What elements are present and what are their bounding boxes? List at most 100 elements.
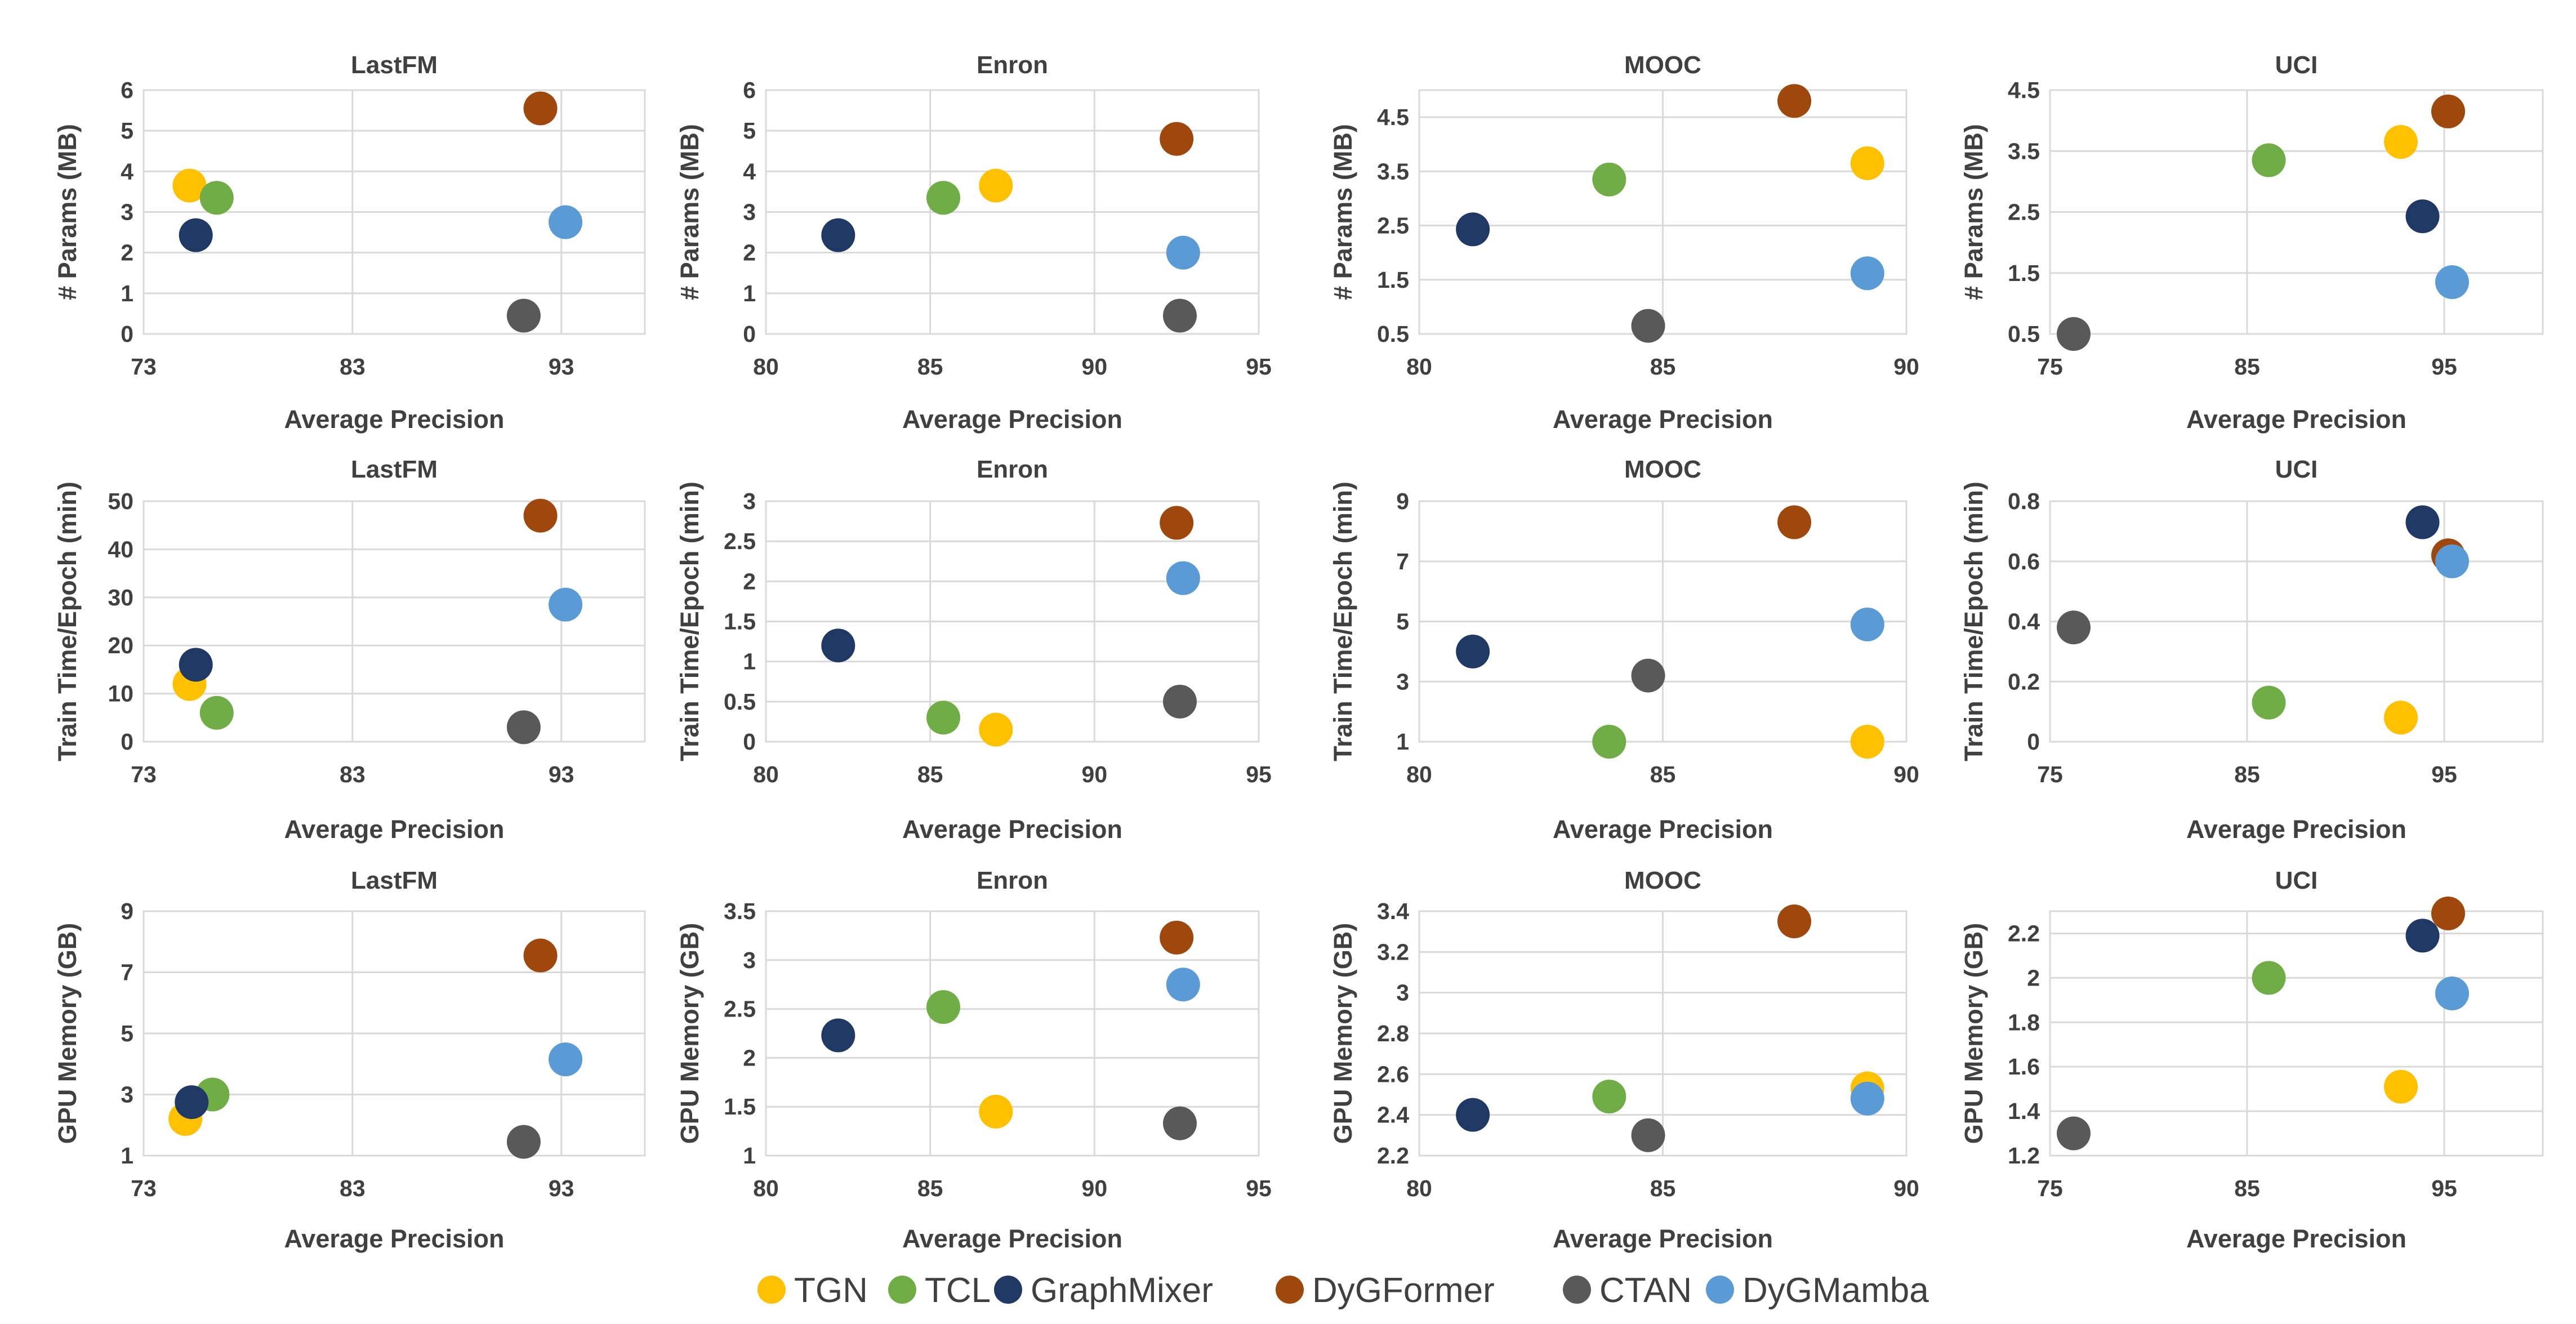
data-point-graphmixer: [2405, 919, 2440, 953]
data-point-dygformer: [1160, 506, 1194, 540]
data-point-dygmamba: [1166, 235, 1200, 270]
plot-area: [2049, 910, 2544, 1157]
x-tick-label: 80: [1406, 761, 1432, 787]
y-tick-label: 1.5: [724, 1094, 756, 1120]
data-point-tcl: [199, 696, 234, 730]
x-tick-label: 80: [753, 1175, 779, 1201]
data-point-dygformer: [1160, 920, 1194, 955]
data-point-dygmamba: [1166, 561, 1200, 595]
data-point-tgn: [979, 712, 1013, 747]
x-tick-label: 85: [917, 1175, 943, 1201]
chart-title: Enron: [977, 51, 1048, 79]
data-point-tcl: [199, 181, 234, 215]
x-tick-label: 83: [340, 1175, 366, 1201]
y-tick-label: 2.4: [1377, 1102, 1409, 1128]
data-point-dygformer: [1160, 122, 1194, 156]
y-tick-label: 9: [121, 898, 133, 924]
y-tick-label: 3.5: [2008, 138, 2040, 164]
x-tick-label: 80: [753, 761, 779, 787]
x-tick-label: 85: [917, 761, 943, 787]
y-axis-label: Train Time/Epoch (min): [1329, 482, 1357, 761]
legend-label-dygmamba: DyGMamba: [1742, 1271, 1929, 1310]
x-tick-label: 90: [1893, 1175, 1919, 1201]
y-tick-label: 1.4: [2008, 1098, 2040, 1124]
y-tick-label: 3: [743, 488, 756, 514]
data-point-dygformer: [1777, 904, 1812, 939]
y-tick-label: 1.6: [2008, 1054, 2040, 1080]
y-tick-label: 1.5: [1377, 267, 1409, 293]
data-point-dygmamba: [2435, 265, 2469, 299]
y-axis-label: Train Time/Epoch (min): [1959, 482, 1988, 761]
legend-marker-dygmamba: [1706, 1276, 1734, 1304]
y-tick-label: 7: [121, 960, 133, 986]
y-tick-label: 3: [121, 199, 133, 225]
data-point-graphmixer: [175, 1085, 209, 1120]
x-tick-label: 80: [753, 354, 779, 380]
y-tick-label: 0: [121, 321, 133, 347]
y-tick-label: 2: [743, 568, 756, 594]
data-point-dygformer: [1777, 84, 1812, 118]
data-point-tgn: [979, 168, 1013, 203]
chart-title: UCI: [2275, 51, 2318, 79]
x-axis-label: Average Precision: [2186, 405, 2406, 434]
legend-label-tcl: TCL: [925, 1271, 991, 1310]
y-tick-label: 1.8: [2008, 1009, 2040, 1035]
y-tick-label: 2: [2027, 965, 2040, 991]
data-point-tgn: [1850, 725, 1884, 759]
data-point-graphmixer: [821, 218, 855, 252]
y-tick-label: 5: [121, 118, 133, 144]
y-axis-label: # Params (MB): [675, 124, 704, 300]
x-tick-label: 80: [1406, 1175, 1432, 1201]
data-point-tcl: [1592, 162, 1626, 197]
data-point-graphmixer: [821, 628, 855, 663]
y-tick-label: 0: [121, 729, 133, 755]
data-point-dygformer: [2431, 94, 2465, 128]
data-point-ctan: [2057, 317, 2091, 351]
y-tick-label: 2.5: [724, 528, 756, 554]
y-tick-label: 4: [743, 158, 756, 184]
data-point-dygmamba: [2435, 976, 2469, 1010]
x-axis-label: Average Precision: [902, 1224, 1122, 1253]
data-point-tcl: [926, 701, 960, 735]
y-tick-label: 2.5: [1377, 213, 1409, 239]
chart-title: MOOC: [1624, 51, 1701, 79]
legend-marker-ctan: [1563, 1276, 1591, 1304]
data-point-tcl: [2252, 143, 2286, 177]
data-point-graphmixer: [1456, 212, 1490, 247]
data-point-dygformer: [523, 498, 558, 533]
y-tick-label: 6: [743, 77, 756, 103]
data-point-graphmixer: [179, 648, 213, 682]
x-axis-label: Average Precision: [902, 405, 1122, 434]
y-tick-label: 5: [743, 118, 756, 144]
y-tick-label: 3.2: [1377, 939, 1409, 965]
data-point-dygmamba: [1850, 607, 1884, 641]
data-point-ctan: [506, 710, 541, 745]
data-point-tcl: [1592, 1080, 1626, 1114]
legend-label-tgn: TGN: [794, 1271, 868, 1310]
data-point-ctan: [1631, 309, 1665, 343]
legend-label-graphmixer: GraphMixer: [1031, 1271, 1213, 1310]
y-tick-label: 3: [1396, 980, 1409, 1006]
data-point-tgn: [979, 1094, 1013, 1129]
legend-marker-graphmixer: [994, 1276, 1022, 1304]
y-axis-label: Train Time/Epoch (min): [675, 482, 704, 761]
x-tick-label: 83: [340, 761, 366, 787]
data-point-tgn: [172, 168, 207, 203]
x-tick-label: 85: [2234, 354, 2260, 380]
data-point-ctan: [1163, 1106, 1197, 1140]
x-axis-label: Average Precision: [2186, 1224, 2406, 1253]
y-tick-label: 4.5: [2008, 77, 2040, 103]
x-axis-label: Average Precision: [1553, 815, 1773, 844]
legend-label-ctan: CTAN: [1599, 1271, 1692, 1310]
data-point-dygformer: [2431, 896, 2465, 930]
y-tick-label: 2: [743, 240, 756, 266]
y-axis-label: # Params (MB): [1329, 124, 1357, 300]
x-tick-label: 90: [1082, 1175, 1108, 1201]
x-tick-label: 93: [549, 1175, 574, 1201]
data-point-tgn: [2384, 701, 2418, 735]
y-tick-label: 2.6: [1377, 1061, 1409, 1087]
y-axis-label: GPU Memory (GB): [675, 923, 704, 1144]
